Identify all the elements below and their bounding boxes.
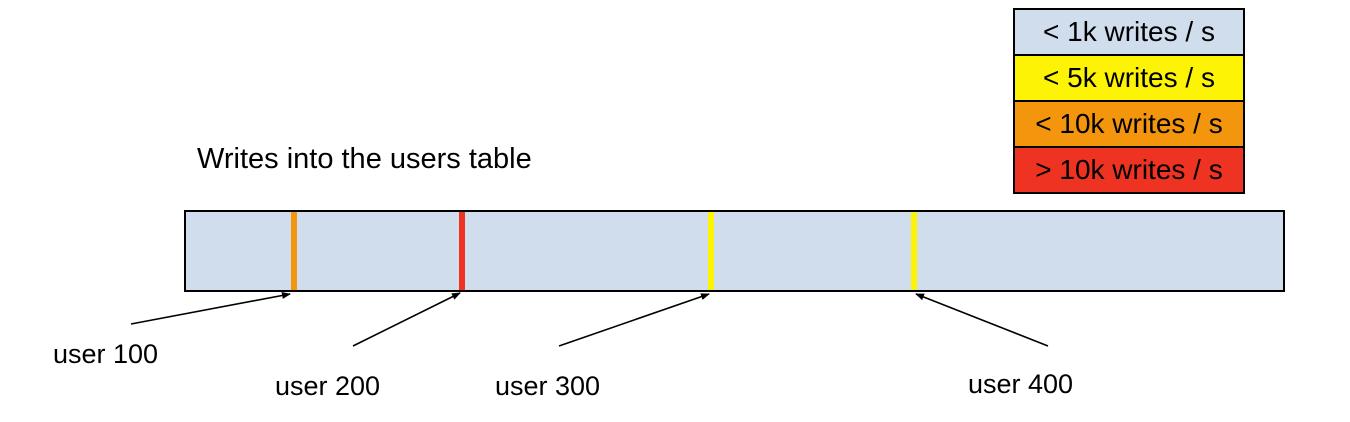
users-table-band <box>184 210 1285 292</box>
legend-item-lt-5k: < 5k writes / s <box>1015 54 1243 100</box>
legend-item-lt-10k: < 10k writes / s <box>1015 100 1243 146</box>
annotation-arrow-user-300 <box>558 293 710 347</box>
legend-item-lt-1k: < 1k writes / s <box>1015 10 1243 54</box>
annotation-arrow-user-200 <box>352 292 461 347</box>
legend-item-gt-10k-label: > 10k writes / s <box>1035 154 1223 185</box>
user-label-user-200: user 200 <box>275 371 381 401</box>
legend: < 1k writes / s < 5k writes / s < 10k wr… <box>1013 8 1245 194</box>
legend-item-gt-10k: > 10k writes / s <box>1015 146 1243 192</box>
annotation-arrow-user-100 <box>130 292 291 325</box>
annotation-arrow-user-400 <box>915 293 1049 347</box>
write-hotspot-stripe-user-300 <box>708 212 714 290</box>
legend-item-lt-5k-label: < 5k writes / s <box>1043 62 1215 93</box>
legend-item-lt-1k-label: < 1k writes / s <box>1043 16 1215 47</box>
diagram-title: Writes into the users table <box>197 143 532 175</box>
write-hotspot-stripe-user-200 <box>459 212 465 290</box>
user-label-user-100: user 100 <box>53 339 159 369</box>
user-label-user-400: user 400 <box>968 369 1074 399</box>
write-hotspot-stripe-user-100 <box>291 212 297 290</box>
legend-item-lt-10k-label: < 10k writes / s <box>1035 108 1223 139</box>
user-label-user-300: user 300 <box>495 371 601 401</box>
write-hotspot-stripe-user-400 <box>911 212 917 290</box>
